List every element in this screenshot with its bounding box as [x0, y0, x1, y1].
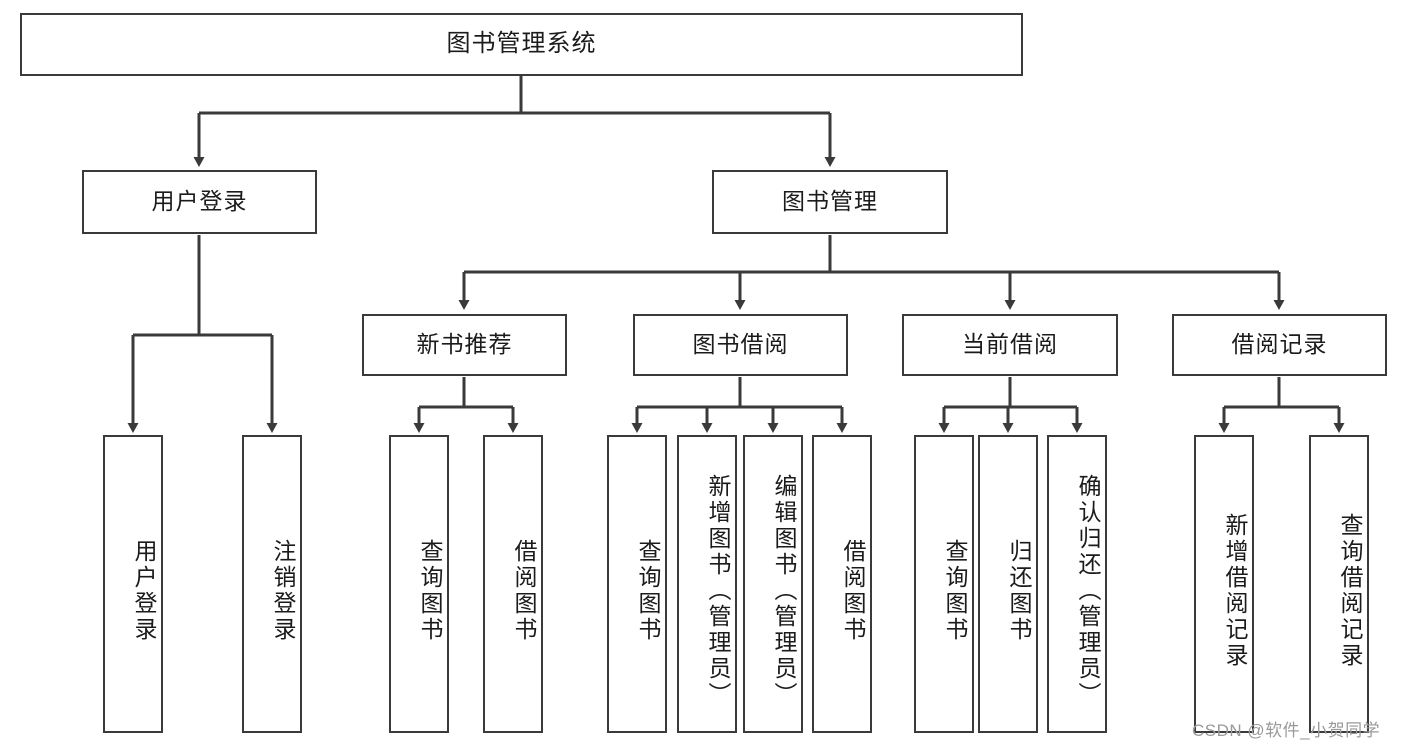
- leaf-add-borrow-record[interactable]: 新增借阅记录: [1194, 435, 1254, 733]
- node-label: 图书借阅: [692, 331, 789, 358]
- node-label: 归还图书: [1006, 539, 1032, 643]
- node-label: 借阅图书: [511, 539, 537, 643]
- node-user-login[interactable]: 用户登录: [82, 170, 317, 234]
- leaf-user-login[interactable]: 用户登录: [103, 435, 163, 733]
- node-label: 新增借阅记录: [1222, 513, 1248, 669]
- leaf-return-book[interactable]: 归还图书: [978, 435, 1038, 733]
- node-current-borrow[interactable]: 当前借阅: [902, 314, 1118, 376]
- node-label: 确认归还（管理员）: [1075, 474, 1101, 708]
- node-label: 用户登录: [151, 188, 248, 215]
- leaf-edit-book-admin[interactable]: 编辑图书（管理员）: [743, 435, 803, 733]
- node-label: 查询图书: [635, 539, 661, 643]
- node-label: 编辑图书（管理员）: [771, 474, 797, 708]
- node-label: 注销登录: [270, 539, 296, 643]
- node-label: 查询图书: [417, 539, 443, 643]
- csdn-watermark: CSDN @软件_小贺同学: [1192, 721, 1381, 740]
- node-label: 新书推荐: [416, 331, 513, 358]
- leaf-logout[interactable]: 注销登录: [242, 435, 302, 733]
- node-root-system[interactable]: 图书管理系统: [20, 13, 1023, 76]
- node-label: 当前借阅: [962, 331, 1058, 358]
- node-label: 查询借阅记录: [1337, 513, 1363, 669]
- node-book-borrow[interactable]: 图书借阅: [633, 314, 848, 376]
- node-book-management[interactable]: 图书管理: [712, 170, 948, 234]
- leaf-borrow-book-recommend[interactable]: 借阅图书: [483, 435, 543, 733]
- node-label: 用户登录: [131, 539, 157, 643]
- node-new-book-recommend[interactable]: 新书推荐: [362, 314, 567, 376]
- node-label: 图书管理系统: [446, 30, 597, 58]
- leaf-query-book-borrow[interactable]: 查询图书: [607, 435, 667, 733]
- node-label: 借阅图书: [840, 539, 866, 643]
- leaf-query-book-recommend[interactable]: 查询图书: [389, 435, 449, 733]
- leaf-confirm-return-admin[interactable]: 确认归还（管理员）: [1047, 435, 1107, 733]
- leaf-add-book-admin[interactable]: 新增图书（管理员）: [677, 435, 737, 733]
- node-label: 图书管理: [782, 188, 878, 215]
- node-label: 查询图书: [942, 539, 968, 643]
- leaf-query-borrow-record[interactable]: 查询借阅记录: [1309, 435, 1369, 733]
- leaf-query-book-current[interactable]: 查询图书: [914, 435, 974, 733]
- leaf-borrow-book[interactable]: 借阅图书: [812, 435, 872, 733]
- node-borrow-record[interactable]: 借阅记录: [1172, 314, 1387, 376]
- node-label: 新增图书（管理员）: [705, 474, 731, 708]
- node-label: 借阅记录: [1231, 331, 1328, 358]
